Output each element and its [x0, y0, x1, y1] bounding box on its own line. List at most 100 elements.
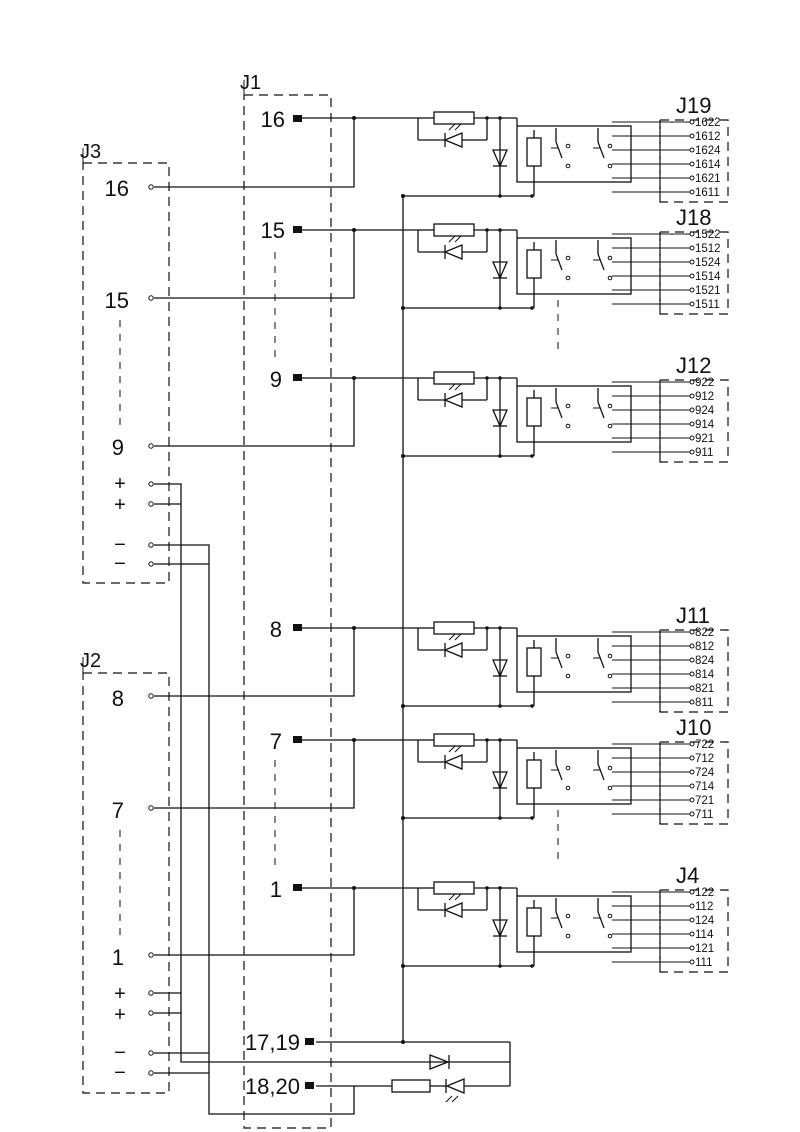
- j2-pin-terminal: [148, 990, 154, 996]
- junction-dot: [498, 194, 502, 198]
- j2-pin-terminal: [148, 693, 154, 699]
- connector-j3: J3 16 15 9 + + − −: [80, 141, 170, 584]
- contact-point: [607, 913, 613, 919]
- junction-dot: [485, 738, 489, 742]
- relay-contact-icon: [555, 651, 563, 669]
- relay-terminal-label: 724: [695, 767, 715, 779]
- j3-power-label: +: [114, 473, 126, 495]
- light-ray-icon: [448, 123, 456, 131]
- relay-terminal-label: 822: [695, 627, 714, 639]
- relay-terminal-label: 924: [695, 405, 715, 417]
- relay-terminal: [689, 671, 695, 677]
- j2-pin-terminal: [148, 805, 154, 811]
- junction-dot: [498, 306, 502, 310]
- resistor-icon: [433, 111, 475, 125]
- relay-coil-icon: [526, 759, 542, 789]
- contact-point: [607, 765, 613, 771]
- relay-terminal-label: 1514: [695, 271, 721, 283]
- j1-pin-label: 7: [270, 729, 282, 754]
- connector-j1-outline: [243, 94, 332, 1129]
- resistor-icon: [391, 1079, 431, 1093]
- j3-pin-terminal: [148, 481, 154, 487]
- relay-terminal: [689, 811, 695, 817]
- status-indicator-circuit: [391, 1054, 511, 1103]
- j1-pin-terminal: [293, 374, 302, 381]
- junction-dot: [352, 228, 356, 232]
- contact-point: [607, 163, 613, 169]
- relay-terminal: [689, 769, 695, 775]
- contact-point: [607, 255, 613, 261]
- j3-pin-label: 15: [105, 288, 129, 313]
- resistor-icon: [433, 223, 475, 237]
- relay-terminal-block: [659, 889, 729, 973]
- junction-dot: [401, 194, 405, 198]
- relay-terminal-block: [659, 629, 729, 713]
- relay-terminal: [689, 741, 695, 747]
- relay-label: J12: [676, 353, 711, 378]
- connector-j3-outline: [82, 162, 170, 584]
- relay-label: J18: [676, 205, 711, 230]
- relay-housing: [516, 385, 632, 443]
- relay-terminal: [689, 903, 695, 909]
- junction-dot: [352, 738, 356, 742]
- junction-dot: [352, 116, 356, 120]
- diode-icon: [492, 771, 508, 790]
- relay-terminal-label: 1621: [695, 173, 721, 185]
- led-icon: [443, 244, 463, 260]
- junction-dot: [485, 116, 489, 120]
- relay-terminal: [689, 685, 695, 691]
- junction-dot: [485, 228, 489, 232]
- relay-terminal: [689, 435, 695, 441]
- led-icon: [443, 902, 463, 918]
- relay-terminal: [689, 379, 695, 385]
- relay-terminal-label: 814: [695, 669, 715, 681]
- led-icon: [443, 132, 463, 148]
- relay-terminal: [689, 797, 695, 803]
- contact-point: [607, 673, 613, 679]
- connector-j2-outline: [82, 672, 170, 1094]
- junction-dot: [401, 704, 405, 708]
- relay-terminal: [689, 643, 695, 649]
- j2-pin-terminal: [148, 952, 154, 958]
- relay-housing: [516, 747, 632, 805]
- contact-point: [607, 785, 613, 791]
- relay-terminal-label: 914: [695, 419, 715, 431]
- j3-pin-terminal: [148, 443, 154, 449]
- light-ray-icon: [448, 633, 456, 641]
- relay-housing: [516, 125, 632, 183]
- contact-point: [607, 933, 613, 939]
- connector-j2: J2 8 7 1 + + − −: [80, 650, 170, 1094]
- j3-pin-terminal: [148, 184, 154, 190]
- relay-terminal: [689, 889, 695, 895]
- relay-terminal: [689, 449, 695, 455]
- relay-terminal-label: 1524: [695, 257, 721, 269]
- j2-pin-label: 8: [112, 686, 124, 711]
- resistor-icon: [433, 621, 475, 635]
- relay-label: J4: [676, 863, 699, 888]
- relay-terminal: [689, 657, 695, 663]
- contact-point: [607, 653, 613, 659]
- relay-contact-icon: [555, 763, 563, 781]
- relay-terminal: [689, 259, 695, 265]
- junction-dot: [352, 626, 356, 630]
- led-icon: [443, 754, 463, 770]
- relay-terminal: [689, 917, 695, 923]
- j2-pin-label: 7: [112, 798, 124, 823]
- resistor-icon: [433, 881, 475, 895]
- relay-coil-icon: [526, 137, 542, 167]
- contact-point: [565, 933, 571, 939]
- junction-dot: [352, 376, 356, 380]
- junction-dot: [498, 704, 502, 708]
- relay-contact-icon: [555, 911, 563, 929]
- j2-power-label: −: [114, 1042, 126, 1064]
- light-ray-icon: [454, 745, 462, 753]
- junction-dot: [498, 964, 502, 968]
- relay-housing: [516, 895, 632, 953]
- j3-pin-terminal: [148, 561, 154, 567]
- contact-point: [607, 403, 613, 409]
- relay-coil-icon: [526, 907, 542, 937]
- relay-contact-icon: [555, 141, 563, 159]
- relay-terminal-block: [659, 231, 729, 315]
